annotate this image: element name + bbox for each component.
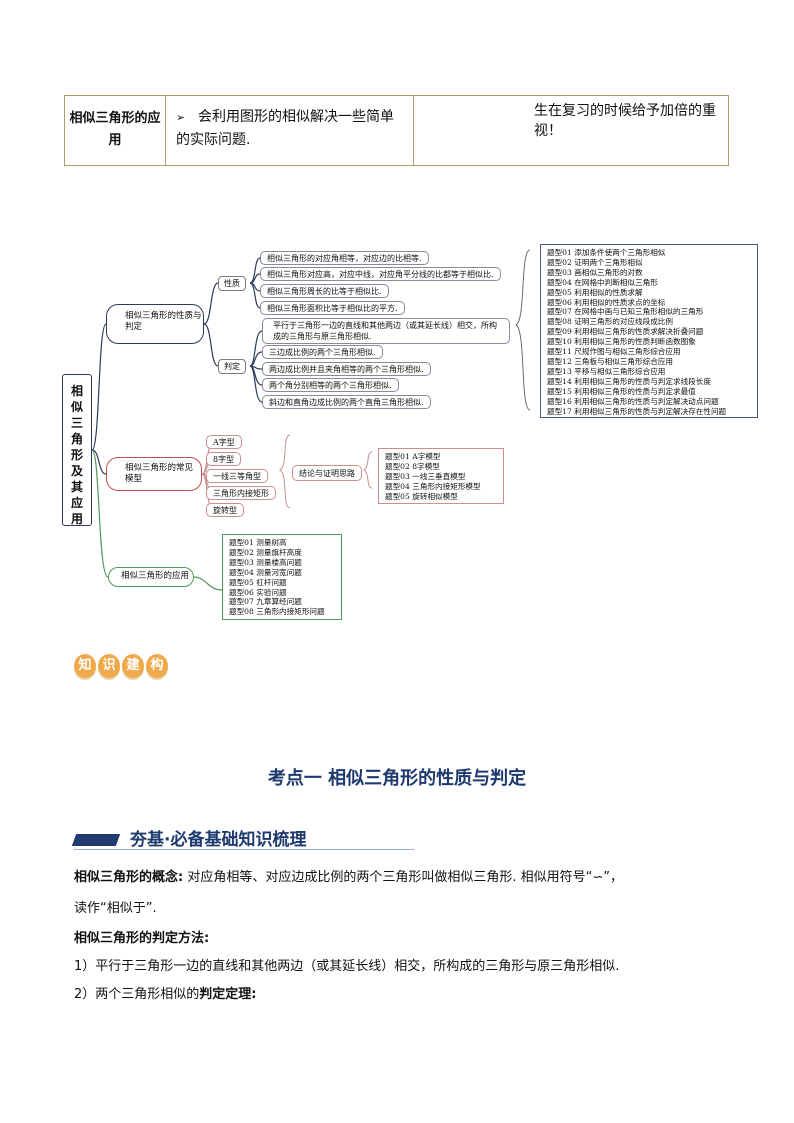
topic-item: 题型04 三角形内接矩形模型 [385, 481, 481, 491]
topic-item: 题型07 在网格中画与已知三角形相似的三角形 [547, 307, 704, 317]
topic-item: 题型14 利用相似三角形的性质与判定求线段长度 [547, 376, 711, 386]
section-bar-icon [71, 834, 121, 846]
criteria-item: 两个角分别相等的两个三角形相似. [262, 378, 399, 392]
section-underline [74, 849, 414, 850]
model-item: 一线三等角型 [206, 469, 268, 483]
badge-char: 建 [122, 654, 144, 678]
model-item: A字型 [206, 435, 242, 449]
conclusion-proof-node: 结论与证明思路 [292, 465, 362, 481]
criteria-heading: 相似三角形的判定方法: [74, 931, 210, 946]
concept-paragraph-line2: 读作“相似于”. [74, 901, 157, 916]
topic-item: 题型02 证明两个三角形相似 [547, 257, 643, 267]
branch-common-models: 相似三角形的常见模型 [106, 457, 202, 491]
topic-item: 题型08 证明三角形的对应线段成比例 [547, 317, 673, 327]
table-requirement-cell: ➢会利用图形的相似解决一些简单的实际问题. [166, 96, 414, 165]
table-note-cell: 生在复习的时候给予加倍的重视！ [534, 103, 716, 139]
criteria-item: 斜边和直角边成比例的两个直角三角形相似. [262, 395, 431, 409]
branch-properties-criteria: 相似三角形的性质与判定 [106, 304, 204, 344]
topic-item: 题型11 尺规作图与相似三角形综合应用 [547, 347, 681, 357]
topic-item: 题型05 旋转相似模型 [385, 491, 458, 501]
topic-item: 题型03 一线三垂直模型 [385, 471, 466, 481]
topic-item: 题型07 九章算经问题 [229, 597, 302, 607]
concept-paragraph: 相似三角形的概念: 对应角相等、对应边成比例的两个三角形叫做相似三角形. 相似用… [74, 868, 734, 888]
property-item: 相似三角形周长的比等于相似比. [260, 284, 389, 298]
topic-item: 题型05 利用相似的性质求解 [547, 287, 643, 297]
property-item: 相似三角形面积比等于相似比的平方. [260, 301, 405, 315]
properties-label: 性质 [218, 276, 246, 291]
table-topic-cell: 相似三角形的应用 [65, 96, 166, 165]
section-title: 夯基·必备基础知识梳理 [130, 830, 307, 850]
branch-applications: 相似三角形的应用 [108, 567, 194, 587]
objectives-table: 相似三角形的应用 ➢会利用图形的相似解决一些简单的实际问题. 生在复习的时候给予… [64, 95, 729, 166]
topic-item: 题型15 利用相似三角形的性质与判定求最值 [547, 386, 696, 396]
topic-item: 题型03 画相似三角形的对数 [547, 267, 643, 277]
criteria-point-1: 1）平行于三角形一边的直线和其他两边（或其延长线）相交，所构成的三角形与原三角形… [74, 959, 620, 974]
mindmap-connectors [91, 249, 531, 591]
section-header: 夯基·必备基础知识梳理 [71, 825, 414, 851]
criteria-item: 平行于三角形一边的直线和其他两边（或其延长线）相交，所构成的三角形与原三角形相似… [262, 318, 510, 344]
topic-item: 题型04 测量河宽问题 [229, 567, 302, 577]
criteria-point-2: 2）两个三角形相似的判定定理: [74, 985, 734, 1005]
topic-item: 题型02 8字模型 [385, 461, 440, 471]
criteria-item: 两边成比例并且夹角相等的两个三角形相似. [262, 362, 431, 376]
concept-term: 相似三角形的概念: [74, 870, 184, 885]
topic-item: 题型01 A字模型 [385, 452, 441, 461]
topic-item: 题型04 在网格中判断相似三角形 [547, 277, 658, 287]
badge-char: 构 [146, 654, 168, 678]
topic-item: 题型06 实验问题 [229, 587, 287, 597]
property-item: 相似三角形的对应角相等，对应边的比相等. [260, 251, 429, 265]
topic-item: 题型17 利用相似三角形的性质与判定解决存在性问题 [547, 406, 727, 416]
criteria-item: 三边成比例的两个三角形相似. [262, 345, 383, 359]
criteria-point-2-term: 判定定理: [199, 987, 257, 1002]
knowledge-construct-badge: 知 识 建 构 [74, 654, 168, 684]
topic-item: 题型06 利用相似的性质求点的坐标 [547, 297, 666, 307]
topic-item: 题型03 测量楼高问题 [229, 557, 302, 567]
topic-item: 题型12 三角板与相似三角形综合应用 [547, 356, 673, 366]
kaodian-title: 考点一 相似三角形的性质与判定 [267, 768, 527, 789]
model-item: 三角形内接矩形 [206, 486, 276, 500]
badge-char: 知 [74, 654, 96, 678]
topic-item: 题型02 测量旗杆高度 [229, 547, 302, 557]
criteria-point-2-text: 2）两个三角形相似的 [74, 987, 200, 1002]
topic-item: 题型08 三角形内接矩形问题 [229, 607, 325, 617]
mindmap-root: 相似三角形及其应用 [62, 374, 92, 526]
topics-list-c: 题型01 测量树高 题型02 测量旗杆高度 题型03 测量楼高问题 题型04 测… [222, 534, 342, 620]
topic-item: 题型10 利用相似三角形的性质判断函数图象 [547, 337, 696, 347]
criteria-label: 判定 [218, 359, 246, 374]
topics-list-a: 题型01 添加条件使两个三角形相似 题型02 证明两个三角形相似 题型03 画相… [540, 244, 758, 418]
topic-item: 题型16 利用相似三角形的性质与判定解决动点问题 [547, 396, 719, 406]
badge-char: 识 [98, 654, 120, 678]
topics-list-b: 题型01 A字模型 题型02 8字模型 题型03 一线三垂直模型 题型04 三角… [378, 448, 504, 504]
requirement-text: 会利用图形的相似解决一些简单的实际问题. [176, 109, 394, 148]
model-item: 旋转型 [206, 503, 244, 517]
topic-item: 题型13 平移与相似三角形综合应用 [547, 366, 666, 376]
topic-item: 题型01 测量树高 [229, 538, 287, 547]
model-item: 8字型 [206, 452, 242, 466]
concept-text: 对应角相等、对应边成比例的两个三角形叫做相似三角形. 相似用符号“∽”， [183, 870, 623, 885]
property-item: 相似三角形对应高，对应中线，对应角平分线的比都等于相似比. [260, 267, 501, 281]
arrow-bullet-icon: ➢ [176, 111, 186, 124]
topic-item: 题型01 添加条件使两个三角形相似 [547, 248, 666, 257]
topic-item: 题型05 杠杆问题 [229, 577, 287, 587]
topic-item: 题型09 利用相似三角形的性质求解决折叠问题 [547, 327, 704, 337]
